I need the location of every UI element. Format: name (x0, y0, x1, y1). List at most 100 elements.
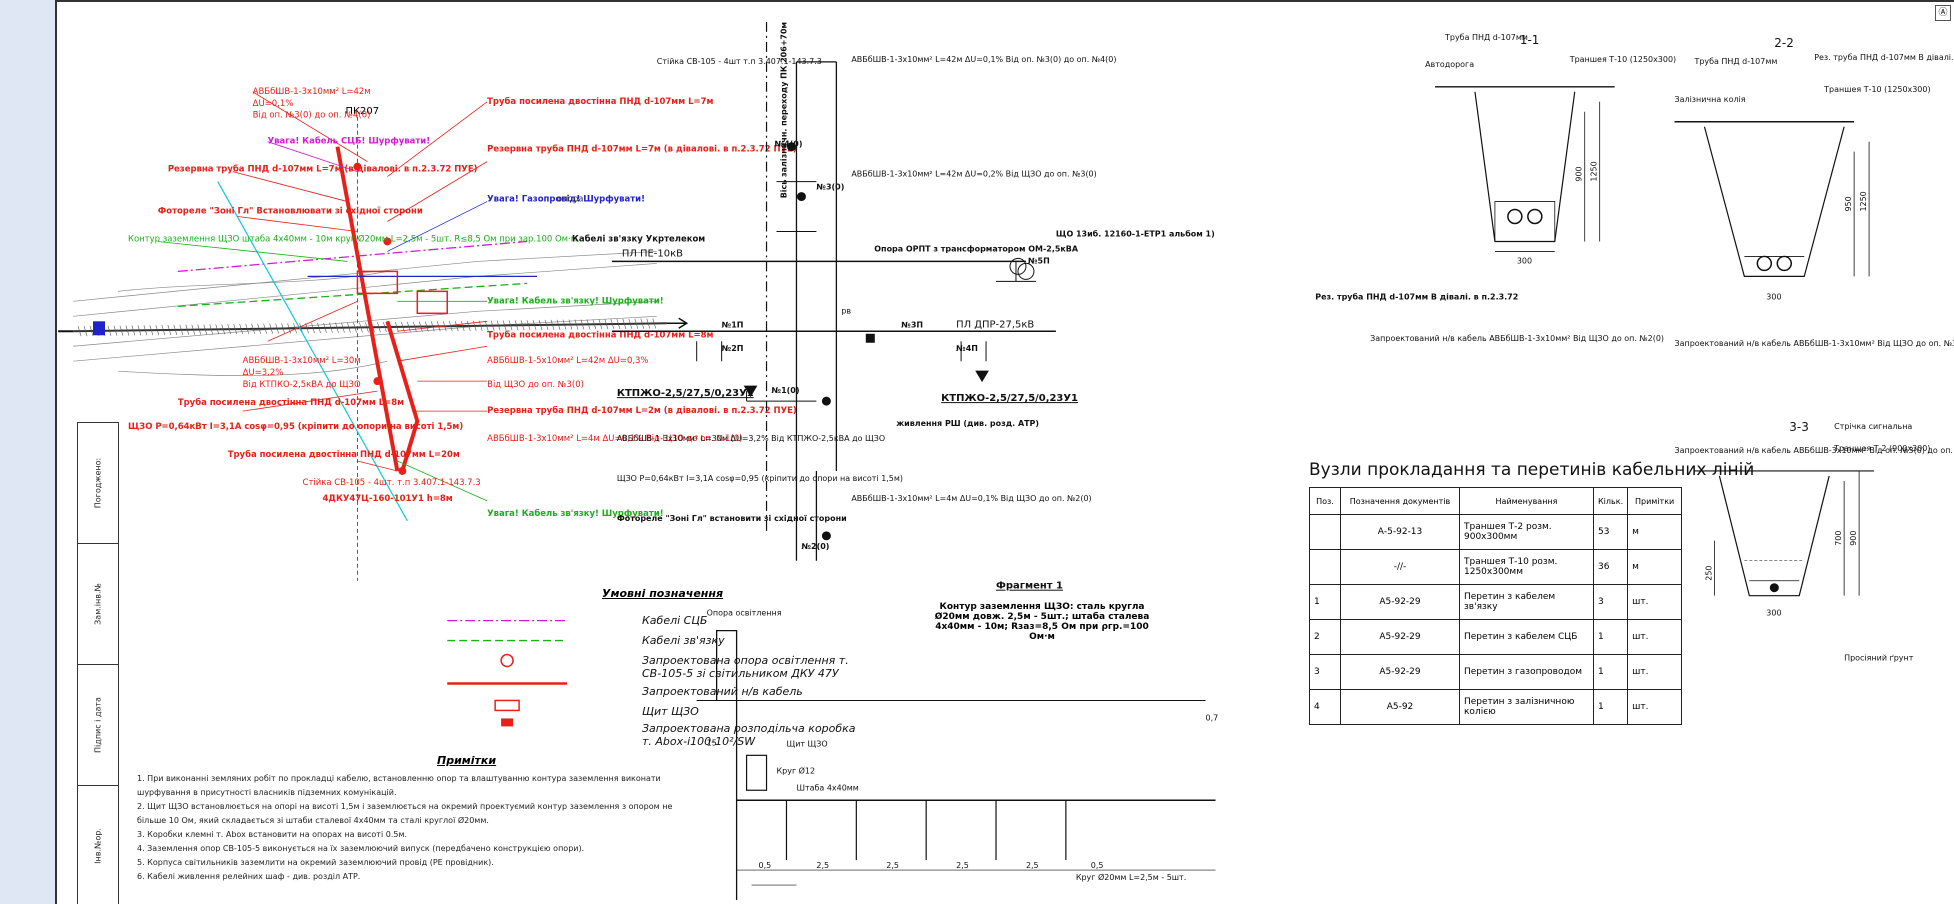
drawing-canvas: ПК207 (58, 22, 1954, 901)
table-cell: шт. (1627, 654, 1683, 690)
rail-tie (532, 320, 537, 331)
rail-tie (83, 326, 88, 337)
rail-tie (317, 322, 321, 334)
fragment-dim: 2,5 (886, 861, 899, 870)
table-cell: 53 (1592, 514, 1629, 550)
rail-tie (215, 324, 220, 335)
rail-tie (377, 322, 381, 333)
legend-symbols (447, 619, 567, 727)
rail-tie (454, 321, 459, 332)
rail-tie (347, 322, 351, 333)
rail-tie (544, 319, 549, 330)
rail-tie (275, 323, 279, 334)
plan-label: Труба посилена двостінна ПНД d-107мм L=8… (487, 329, 713, 339)
section-label: Траншея Т-10 (1250х300) (1569, 55, 1676, 64)
table-cell: А5-92-29 (1340, 584, 1460, 620)
scheme-label: КТПЖО-2,5/27,5/0,23У1 (617, 388, 754, 399)
rail-tie (616, 318, 621, 330)
note-item: 3. Коробки клемні т. Abox встановити на … (137, 830, 408, 839)
rail-tie (131, 325, 136, 336)
plan-label: Фотореле "Зоні Гл" Встановлювати зі схід… (158, 206, 423, 216)
rail-tie (484, 320, 489, 331)
rail-tie (514, 320, 519, 331)
rail-tie (107, 325, 112, 336)
plan-label: Резервна труба ПНД d-107мм L=7м (в дівал… (168, 164, 478, 174)
section-dim: 700 (1834, 531, 1843, 546)
table-cell: А5-92-29 (1340, 619, 1460, 655)
section-1-1 (1435, 86, 1615, 252)
scheme-label: рв (841, 306, 851, 315)
plan-label: Резервна труба ПНД d-107мм L=7м (в дівал… (487, 144, 797, 154)
rail-tie (586, 319, 591, 330)
rail-tie (143, 325, 148, 336)
section-3-3 (1694, 470, 1875, 597)
fragment-label: Штаба 4х40мм (796, 783, 858, 792)
scheme-label: Стійка СВ-105 - 4шт т.п 3.407.1-143.7.3 (657, 57, 822, 66)
rail-tie (610, 318, 615, 330)
fragment-label: Опора освітлення (707, 609, 782, 618)
section-title: 3-3 (1789, 420, 1809, 434)
rail-tie (263, 323, 267, 334)
plan-label: Від ЩЗО до оп. №3(0) (487, 379, 584, 389)
scheme-label: №4П (956, 344, 978, 353)
plan-label: ЩЗО Р=0,64кВт І=3,1А cosφ=0,95 (кріпити … (128, 421, 463, 431)
note-item: 2. Щит ЩЗО встановлюється на опорі на ви… (137, 802, 673, 825)
site-plan: ПК207 (58, 86, 797, 581)
rail-tie (556, 319, 561, 330)
table-cell: Траншея Т-10 розм. 1250х300мм (1459, 549, 1594, 585)
rail-tie (251, 323, 255, 334)
scheme-label: №2П (722, 344, 744, 353)
plan-label: АВБбШВ-1-3х10мм² L=42м (253, 86, 371, 96)
scheme-labels: Вісь залізничн. переходу ПК 206+70м Стій… (617, 22, 1215, 551)
lv-cable-line (335, 146, 400, 472)
rail-tie (209, 324, 214, 335)
drawing-sheet: Ⓐ Погоджено: Зам.інв.№ Підпис і дата Інв… (55, 0, 1954, 904)
rail-tie (125, 325, 130, 336)
plan-label: Увага! Кабель зв'язку! Шурфувати! (487, 508, 663, 518)
rail-tie (466, 320, 471, 332)
rail-tie (137, 325, 142, 336)
section-dim: 1250 (1590, 161, 1599, 181)
rail-tie (622, 318, 627, 329)
table-cell: 3 (1309, 654, 1341, 690)
section-dim: 1250 (1859, 191, 1868, 211)
fragment-dim: 2,5 (956, 861, 969, 870)
rail-tie (269, 323, 273, 334)
scheme-label: Опора ОРПТ з трансформатором ОМ-2,5кВА (874, 244, 1079, 253)
fragment-label: Круг Ø20мм L=2,5м - 5шт. (1076, 872, 1186, 882)
title-block-strip: Погоджено: Зам.інв.№ Підпис і дата Інв.№… (77, 422, 119, 904)
rail-tie (640, 318, 645, 329)
rail-tie (173, 324, 178, 335)
table-row: 2 А5-92-29 Перетин з кабелем СЦБ 1 шт. (1309, 619, 1683, 655)
comm-cable-line (177, 282, 528, 307)
table-cell: 4 (1309, 689, 1341, 725)
rail-tie (149, 325, 154, 336)
rail-tie (508, 320, 513, 331)
scheme-label: АВБбШВ-1-3х10мм² L=42м ΔU=0,2% Від ЩЗО д… (851, 170, 1096, 179)
plan-label: Стійка СВ-105 - 4шт. т.п 3.407.1-143.7.3 (303, 477, 481, 487)
table-cell: -//- (1340, 549, 1460, 585)
legend-item: Кабелі СЦБ (642, 614, 708, 627)
rail-tie (155, 325, 160, 336)
table-header-row: Поз. Позначення документів Найменування … (1309, 487, 1683, 515)
plan-label: ΔU=0,1% (253, 98, 294, 108)
rail-tie (221, 324, 226, 335)
table-cell: Перетин з залізничною колією (1459, 689, 1594, 725)
rail-tie (634, 318, 639, 329)
section-label: Труба ПНД d-107мм (1444, 33, 1528, 42)
rail-tie (592, 319, 597, 330)
plan-label: Увага! Кабель зв'язку! Шурфувати! (487, 295, 663, 305)
sheet-corner-mark: Ⓐ (1935, 5, 1951, 21)
rail-tie (598, 319, 603, 330)
fragment-dim: 0,5 (1091, 861, 1104, 870)
rail-tie (77, 326, 82, 337)
plan-label: Від оп. №3(0) до оп. №4(0) (253, 110, 371, 120)
rail-tie (424, 321, 429, 332)
rail-tie (293, 323, 297, 334)
rail-tie (383, 322, 387, 333)
rail-tie (119, 325, 124, 336)
rail-tie (287, 323, 291, 334)
rail-tie (185, 324, 190, 335)
scheme-label: живлення РШ (див. розд. АТР) (896, 419, 1039, 428)
rail-tie (538, 319, 543, 331)
